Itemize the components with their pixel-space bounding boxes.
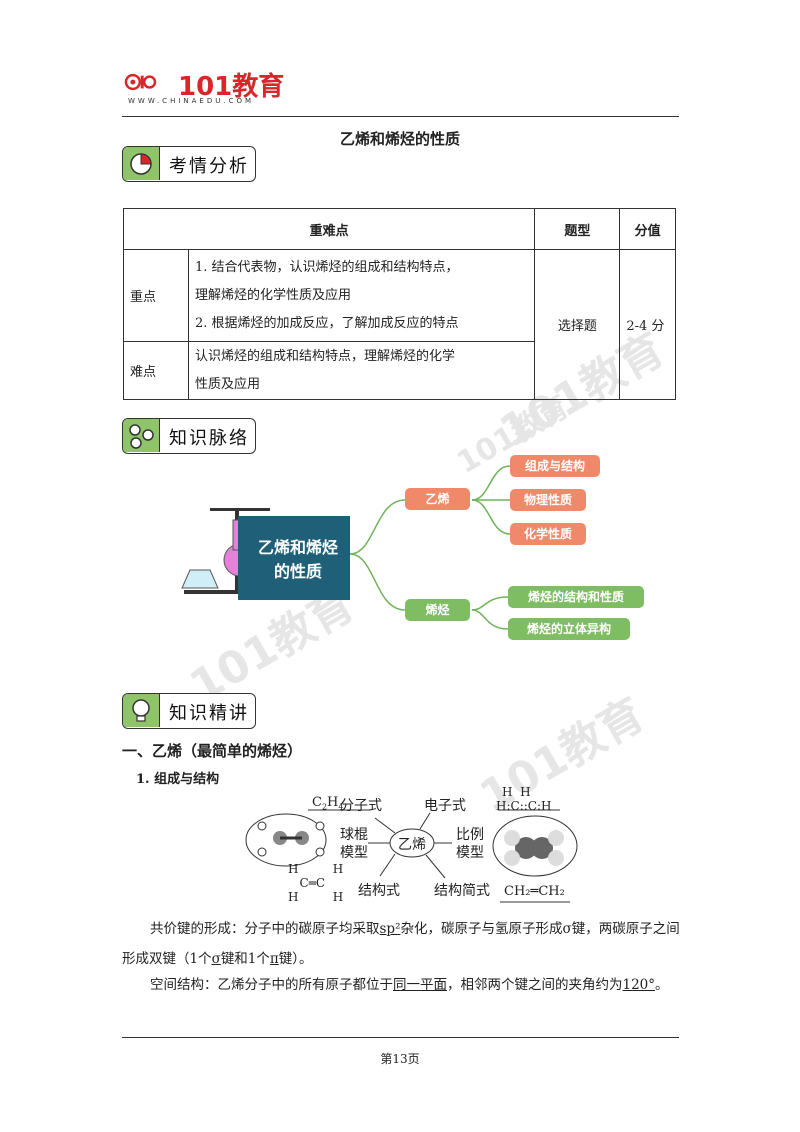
mindmap-center-line: 乙烯和烯烃: [257, 538, 338, 557]
section-badge-lecture: 知识精讲: [122, 693, 256, 729]
mindmap-node: 物理性质: [510, 489, 586, 511]
analysis-table: 重难点 题型 分值 重点 1. 结合代表物，认识烯烃的组成和结构特点， 理解烯烃…: [122, 208, 676, 400]
space-fill-label: 比例模型: [456, 827, 484, 861]
simplified-formula: CH₂═CH₂: [504, 884, 565, 899]
row-label: 重点: [123, 249, 189, 342]
mindmap-node: 烯烃的结构和性质: [508, 586, 644, 608]
ethylene-structure-diagram: [245, 809, 578, 903]
table-header: 分值: [619, 208, 676, 250]
molecular-formula-label: 分子式: [340, 798, 382, 814]
lecture-subheading: 1. 组成与结构: [136, 772, 220, 787]
footer-rule: [122, 1037, 679, 1038]
row-content: 1. 结合代表物，认识烯烃的组成和结构特点， 理解烯烃的化学性质及应用 2. 根…: [187, 249, 536, 342]
electronic-formula-label: 电子式: [424, 798, 466, 814]
logo-url: WWW.CHINAEDU.COM: [128, 97, 255, 105]
mindmap-node: 组成与结构: [510, 455, 600, 477]
section-badge-knowledge-map: 知识脉络: [122, 418, 256, 454]
ball-stick-label: 球棍模型: [340, 827, 368, 861]
section-title: 知识脉络: [169, 428, 249, 449]
diagram-center: 乙烯: [398, 837, 426, 853]
lecture-heading: 一、乙烯（最简单的烯烃）: [122, 742, 303, 760]
mindmap-connectors: [181, 465, 511, 630]
row-line: 性质及应用: [195, 376, 261, 392]
row-line: 理解烯烃的化学性质及应用: [195, 287, 352, 303]
section-title: 知识精讲: [169, 703, 249, 724]
table-header: 重难点: [122, 208, 536, 250]
question-type: 选择题: [534, 249, 621, 400]
section-title: 考情分析: [169, 156, 249, 177]
pie-chart-icon: [123, 147, 160, 180]
table-header-row: 重难点 题型 分值: [122, 208, 676, 250]
table-row: 重点 1. 结合代表物，认识烯烃的组成和结构特点， 理解烯烃的化学性质及应用 2…: [123, 249, 676, 400]
paragraph-bonding: 共价键的形成：分子中的碳原子均采取sp²杂化，碳原子与氢原子形成σ键，两碳原子之…: [122, 921, 680, 967]
paragraph-geometry: 空间结构：乙烯分子中的所有原子都位于同一平面，相邻两个键之间的夹角约为120°。: [150, 977, 669, 993]
mindmap-branch-alkenes: 烯烃: [405, 599, 470, 621]
mindmap-center-line: 的性质: [273, 562, 322, 581]
row-line: 2. 根据烯烃的加成反应，了解加成反应的特点: [195, 315, 459, 331]
row-line: 认识烯烃的组成和结构特点，理解烯烃的化学: [195, 348, 456, 364]
page-number: 第13页: [380, 1052, 420, 1066]
molecular-formula: C2H4: [312, 795, 344, 812]
section-badge-analysis: 考情分析: [122, 146, 256, 182]
row-label: 难点: [123, 341, 189, 400]
network-icon: [123, 419, 160, 452]
row-content: 认识烯烃的组成和结构特点，理解烯烃的化学 性质及应用: [187, 341, 536, 400]
table-row: 难点 认识烯烃的组成和结构特点，理解烯烃的化学 性质及应用: [123, 341, 676, 400]
document-title: 乙烯和烯烃的性质: [339, 130, 460, 148]
table-header: 题型: [534, 208, 621, 250]
structural-label: 结构式: [358, 883, 400, 899]
lightbulb-icon: [123, 694, 160, 727]
simplified-label: 结构简式: [434, 883, 490, 899]
mindmap-node: 烯烃的立体异构: [508, 618, 630, 640]
mindmap-node: 化学性质: [510, 523, 586, 545]
logo-text: 101教育: [178, 72, 285, 102]
mindmap-center: 乙烯和烯烃 的性质: [246, 536, 350, 584]
header-rule: [122, 116, 679, 117]
row-line: 1. 结合代表物，认识烯烃的组成和结构特点，: [195, 259, 459, 275]
logo-icon: [124, 73, 157, 91]
mindmap-branch-ethylene: 乙烯: [405, 488, 470, 510]
score: 2-4 分: [619, 249, 676, 400]
